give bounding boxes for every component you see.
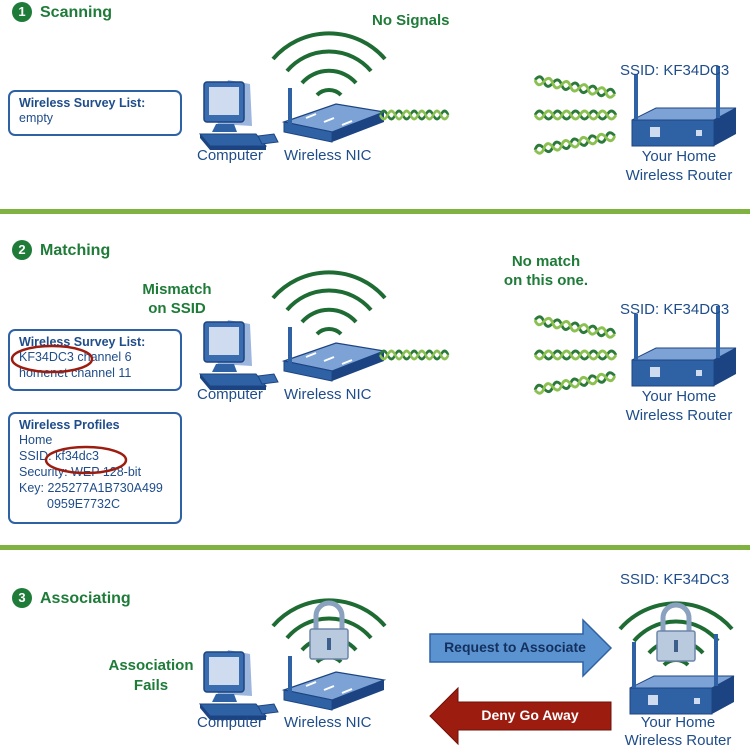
wireless-profiles-box: Wireless Profiles Home SSID: kf34dc3 Sec… [8,412,182,524]
router-ssid-label: SSID: KF34DC3 [620,301,730,318]
router-ssid-label: SSID: KF34DC3 [620,62,730,79]
survey-list-value: empty [19,111,54,125]
survey-row: KF34DC3 channel 6 [19,350,132,364]
router-label: Your Home Wireless Router [625,148,733,184]
signal-wave-icon [532,74,618,156]
wireless-nic-icon [283,326,385,382]
profiles-heading: Wireless Profiles [19,418,120,432]
section-divider-2 [0,545,750,550]
router-label: Your Home Wireless Router [624,714,732,749]
survey-list-heading: Wireless Survey List: [19,96,146,110]
deny-arrow [429,686,612,746]
nic-label: Wireless NIC [284,147,372,164]
wireless-nic-icon [283,655,385,711]
survey-list-box-1: Wireless Survey List: empty [8,90,182,136]
signal-wave-icon [271,31,387,97]
computer-label: Computer [197,147,263,164]
no-match-label: No match on this one. [503,253,589,289]
computer-label: Computer [197,714,263,731]
request-arrow [429,618,613,678]
survey-list-heading: Wireless Survey List: [19,335,146,349]
step-number-2: 2 [12,240,32,260]
signal-wave-icon [271,270,387,336]
signal-wave-icon [378,349,450,361]
computer-icon [199,79,279,151]
association-fails-label: Association Fails [108,657,194,694]
router-label: Your Home Wireless Router [625,388,733,424]
padlock-icon [657,605,695,661]
wireless-nic-icon [283,87,385,143]
deny-go-away-label: Deny Go Away [481,707,579,723]
nic-label: Wireless NIC [284,714,372,731]
step-number-1: 1 [12,2,32,22]
request-to-associate-label: Request to Associate [444,639,586,655]
signal-wave-icon [378,109,450,121]
signal-wave-icon [532,314,618,396]
computer-label: Computer [197,386,263,403]
mismatch-label: Mismatch on SSID [142,281,212,317]
survey-list-box-2: Wireless Survey List: KF34DC3 channel 6 … [8,329,182,391]
survey-row: homenet channel 11 [19,366,132,380]
section-divider-1 [0,209,750,214]
computer-icon [199,649,279,721]
step-number-3: 3 [12,588,32,608]
computer-icon [199,319,279,391]
wireless-router-icon [631,305,737,387]
no-signals-label: No Signals [372,12,450,29]
nic-label: Wireless NIC [284,386,372,403]
router-ssid-label: SSID: KF34DC3 [620,571,730,588]
padlock-icon [310,603,348,659]
